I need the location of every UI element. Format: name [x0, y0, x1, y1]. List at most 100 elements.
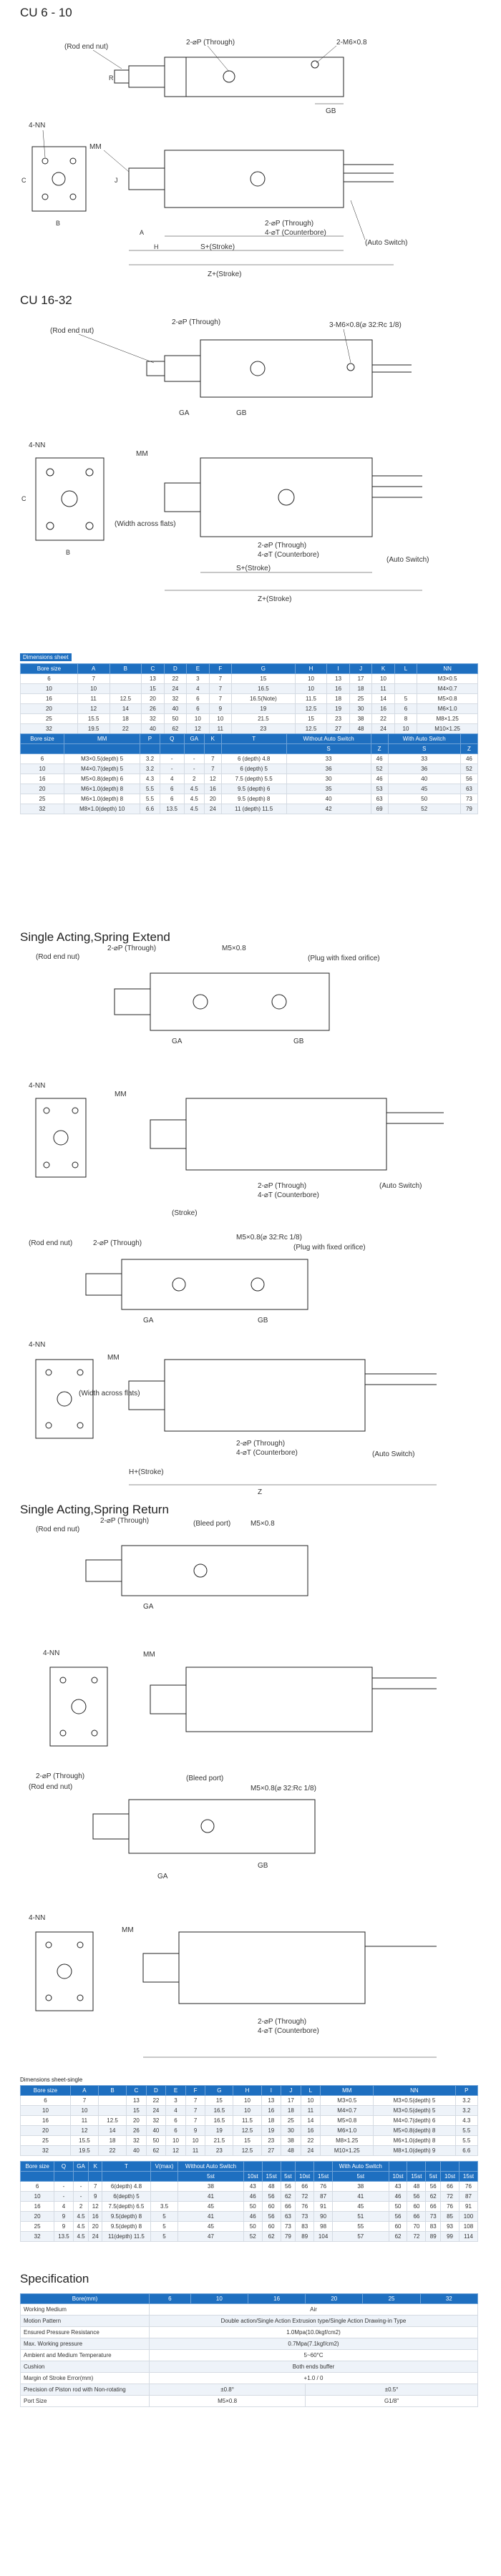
table-header: 16: [247, 2293, 306, 2304]
table-cell: [98, 2095, 127, 2106]
label-through-6: 2-⌀P (Through): [258, 1182, 306, 1190]
section-title-specification: Specification: [20, 2272, 89, 2285]
table-cell: 4.5: [72, 2221, 89, 2232]
table-header: NN: [417, 663, 478, 674]
label-m5-2: M5×0.8: [250, 1520, 275, 1528]
table-cell: 43: [388, 2181, 408, 2192]
drawing-cu16-32: (Rod end nut) 2-⌀P (Through) 3-M6×0.8(⌀ …: [21, 311, 480, 648]
table-cell: 12: [88, 2201, 103, 2212]
table-cell: 62: [163, 723, 188, 734]
table-cell: 56: [280, 2181, 296, 2192]
table-cell: 10: [185, 2135, 206, 2146]
drawing-cu6-10: (Rod end nut) 2-⌀P (Through) 2-M6×0.8 GB…: [21, 21, 480, 293]
table-header: 20: [305, 2293, 364, 2304]
table-header: MM: [320, 2085, 374, 2096]
table-cell: 20: [20, 703, 78, 714]
table-subheader: 15st: [261, 2171, 281, 2182]
table-cell: 24: [145, 2105, 167, 2116]
table-header: [459, 733, 479, 744]
table-subheader: 5st: [425, 2171, 442, 2182]
table-cell: 15.5: [69, 2135, 99, 2146]
table-cell: M6×1.0(depth) 8: [63, 784, 141, 794]
table-subheader: [20, 743, 64, 754]
table-cell: 93: [440, 2221, 459, 2232]
table-cell: 79: [459, 804, 479, 814]
table-header: [440, 2161, 459, 2172]
label-through: 2-⌀P (Through): [186, 39, 235, 47]
table-cell: 46: [370, 753, 389, 764]
label-counterbore-4: 4-⌀T (Counterbore): [236, 1449, 298, 1457]
table-cell: 20: [20, 784, 64, 794]
spec-label: Motion Pattern: [20, 2315, 150, 2327]
table-cell: 3.5: [150, 2201, 179, 2212]
table-cell: [394, 673, 418, 684]
table-cell: 6.6: [454, 2145, 479, 2156]
table-header: A: [69, 2085, 99, 2096]
table-cell: 21.5: [231, 713, 296, 724]
table-cell: 22: [371, 713, 395, 724]
label-mm: MM: [89, 143, 102, 151]
table-cell: 99: [440, 2231, 459, 2242]
table-cell: 15: [231, 673, 296, 684]
table-subheader: [102, 2171, 151, 2182]
table-header: MM: [63, 733, 141, 744]
table-cell: M3×0.5(depth) 5: [63, 753, 141, 764]
table-cell: 13.5: [54, 2231, 74, 2242]
svg-text:C: C: [21, 495, 26, 502]
table-header: 25: [362, 2293, 421, 2304]
spec-value: ±0.5°: [305, 2384, 478, 2396]
table-cell: 56: [425, 2181, 442, 2192]
label-through-8: 2-⌀P (Through): [236, 1440, 285, 1448]
table-cell: 7: [208, 693, 233, 704]
table-cell: -: [72, 2181, 89, 2192]
table-cell: 19.5: [69, 2145, 99, 2156]
table-cell: 9: [208, 703, 233, 714]
section-title-single-return: Single Acting,Spring Return: [20, 1503, 169, 1516]
table-cell: 11: [371, 683, 395, 694]
table-cell: 52: [387, 804, 461, 814]
table-cell: 57: [332, 2231, 389, 2242]
table-cell: -: [183, 763, 205, 774]
table-cell: 104: [313, 2231, 334, 2242]
table-cell: 41: [177, 2191, 244, 2202]
table-cell: 46: [388, 2191, 408, 2202]
table-cell: 27: [261, 2145, 282, 2156]
table-cell: 41: [332, 2191, 389, 2202]
table-cell: 7: [185, 2095, 206, 2106]
table-cell: 12: [203, 774, 222, 784]
table-cell: 4.5: [72, 2231, 89, 2242]
table3-caption: Dimensions sheet-single: [20, 2077, 83, 2083]
table-cell: 62: [388, 2231, 408, 2242]
table-subheader: Z: [370, 743, 389, 754]
table-cell: 60: [261, 2221, 281, 2232]
table-subheader: 10st: [388, 2171, 408, 2182]
table-cell: 4.5: [72, 2211, 89, 2222]
table-header: [280, 2161, 296, 2172]
label-ga-2: GA: [172, 1038, 183, 1045]
label-auto-switch: (Auto Switch): [365, 239, 407, 247]
table-cell: 5.5: [454, 2125, 479, 2136]
table-cell: 6: [165, 2125, 186, 2136]
label-bleed-port-2: (Bleed port): [186, 1775, 223, 1782]
table-cell: 52: [370, 763, 389, 774]
table-cell: 40: [145, 2125, 167, 2136]
table-cell: M5×0.8: [417, 693, 478, 704]
table-header: [295, 2161, 315, 2172]
spec-value: 0.7Mpa(7.1kgf/cm2): [149, 2338, 478, 2350]
table-cell: 79: [280, 2231, 296, 2242]
table-header: NN: [373, 2085, 456, 2096]
table-cell: 10: [233, 2095, 262, 2106]
table-cell: 9.5 (depth) 8: [220, 794, 287, 804]
table-cell: 2: [72, 2201, 89, 2212]
table-cell: 5: [150, 2231, 179, 2242]
label-counterbore: 4-⌀T (Counterbore): [265, 229, 326, 237]
table-subheader: [203, 743, 222, 754]
table-cell: 10: [233, 2105, 262, 2116]
